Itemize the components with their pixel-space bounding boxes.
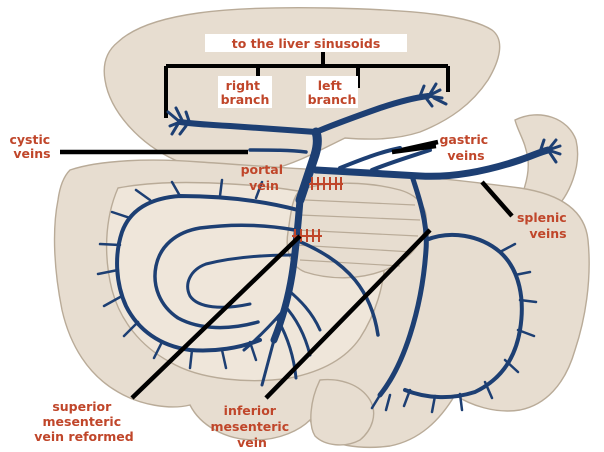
right-branch-label: right branch [221, 78, 270, 107]
superior-mesenteric-label: superior mesenteric vein reformed [34, 399, 133, 444]
gastric-veins-label: gastric veins [439, 132, 492, 163]
cystic-veins-label: cystic veins [9, 132, 54, 161]
organs [55, 8, 590, 448]
sinusoids-label: to the liver sinusoids [232, 36, 381, 51]
cystic-vein [250, 150, 306, 152]
